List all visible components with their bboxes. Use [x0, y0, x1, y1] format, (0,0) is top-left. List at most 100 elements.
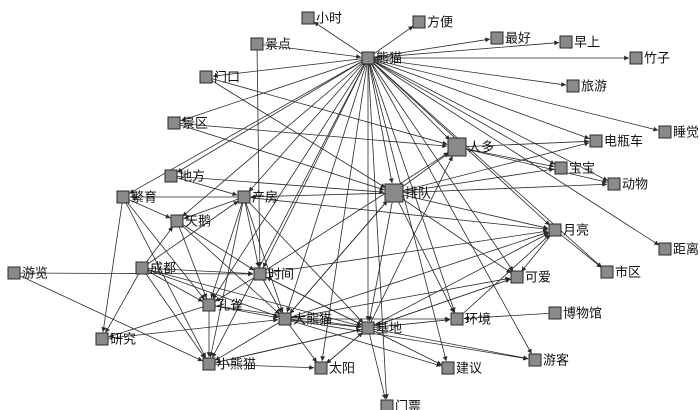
node-fanyu[interactable]: 繁育: [116, 190, 157, 206]
node-box-yanjiu[interactable]: [95, 332, 109, 346]
node-box-paidui[interactable]: [384, 183, 404, 203]
node-box-shuijiao[interactable]: [658, 125, 672, 139]
node-box-zhuzi[interactable]: [629, 51, 643, 65]
node-box-juli[interactable]: [658, 242, 672, 256]
node-jidi[interactable]: 基地: [361, 321, 402, 337]
node-zhuzi[interactable]: 竹子: [629, 51, 670, 67]
node-xiaoxiongmao[interactable]: 小熊猫: [202, 357, 256, 373]
node-yanjiu[interactable]: 研究: [95, 332, 136, 348]
edge-daxiongmao-jianyi: [284, 318, 442, 367]
node-xiaoshi[interactable]: 小时: [301, 11, 342, 27]
node-box-yueliang[interactable]: [548, 223, 562, 237]
node-baobao[interactable]: 宝宝: [554, 161, 595, 177]
node-chengdu[interactable]: 成都: [135, 261, 176, 277]
node-box-zuihao[interactable]: [490, 31, 504, 45]
node-menpiao[interactable]: 门票: [380, 399, 421, 410]
node-youlan[interactable]: 游览: [7, 266, 48, 282]
edge-xiongmao-fangbian: [367, 25, 414, 59]
edge-shijian-kongque: [214, 273, 261, 302]
node-box-youlan[interactable]: [7, 266, 21, 280]
edge-chengdu-xiaoxiongmao: [141, 267, 206, 359]
node-kongque[interactable]: 孔雀: [202, 298, 243, 314]
node-keai[interactable]: 可爱: [510, 270, 551, 286]
node-taiyang[interactable]: 太阳: [314, 361, 355, 377]
node-bowuguan[interactable]: 博物馆: [548, 306, 602, 322]
node-box-xiaoxiongmao[interactable]: [202, 357, 216, 371]
node-box-dongwu[interactable]: [607, 177, 621, 191]
edge-daxiongmao-jidi: [284, 318, 362, 330]
edge-kongque-daxiongmao: [208, 304, 279, 320]
node-box-menkou[interactable]: [199, 70, 213, 84]
edge-xiongmao-xiaoshi: [313, 21, 369, 59]
node-box-chanfang[interactable]: [237, 190, 251, 204]
node-box-jingdian[interactable]: [250, 37, 264, 51]
edge-xiongmao-baobao: [367, 57, 556, 165]
node-jingdian[interactable]: 景点: [250, 37, 291, 53]
node-jianyi[interactable]: 建议: [441, 361, 482, 377]
node-yueliang[interactable]: 月亮: [548, 223, 589, 239]
node-label-dongwu: 动物: [622, 178, 648, 193]
edge-jidi-menpiao: [367, 327, 387, 400]
node-label-juli: 距离: [673, 242, 699, 258]
node-shiqu[interactable]: 市区: [600, 265, 641, 281]
node-menkou[interactable]: 门口: [199, 70, 240, 86]
node-box-jidi[interactable]: [361, 321, 375, 335]
edge-chengdu-jidi: [141, 267, 362, 328]
node-box-difang[interactable]: [164, 169, 178, 183]
node-shuijiao[interactable]: 睡觉: [658, 125, 699, 141]
node-box-jianyi[interactable]: [441, 361, 455, 375]
node-huanjing[interactable]: 环境: [450, 312, 491, 328]
node-dianpingche[interactable]: 电瓶车: [589, 134, 643, 150]
node-box-renduo[interactable]: [447, 137, 467, 157]
node-zuihao[interactable]: 最好: [490, 31, 531, 47]
node-shijian[interactable]: 时间: [253, 267, 294, 283]
node-label-fangbian: 方便: [427, 15, 453, 31]
node-box-huanjing[interactable]: [450, 312, 464, 326]
edge-jingqu-paidui: [173, 122, 385, 191]
node-box-xiaoshi[interactable]: [301, 11, 315, 25]
node-box-xiongmao[interactable]: [361, 51, 375, 65]
node-label-shiqu: 市区: [615, 265, 641, 281]
node-box-shiqu[interactable]: [600, 265, 614, 279]
edge-shijian-renduo: [259, 152, 449, 275]
node-box-baobao[interactable]: [554, 161, 568, 175]
node-box-dianpingche[interactable]: [589, 134, 603, 148]
node-box-zaoshang[interactable]: [559, 35, 573, 49]
node-tiane[interactable]: 天鹅: [170, 214, 211, 230]
node-box-fangbian[interactable]: [412, 15, 426, 29]
node-box-keai[interactable]: [510, 270, 524, 284]
node-xiongmao[interactable]: 熊猫: [361, 51, 402, 67]
node-lvyou[interactable]: 旅游: [566, 79, 607, 95]
node-renduo[interactable]: 人多: [447, 137, 494, 157]
node-box-menpiao[interactable]: [380, 399, 394, 410]
node-jingqu[interactable]: 景区: [167, 116, 208, 132]
node-chanfang[interactable]: 产房: [237, 190, 278, 206]
node-juli[interactable]: 距离: [658, 242, 699, 258]
edge-kongque-yanjiu: [108, 304, 210, 338]
node-box-tiane[interactable]: [170, 214, 184, 228]
node-label-jidi: 基地: [376, 322, 402, 337]
node-label-menpiao: 门票: [395, 400, 421, 410]
node-box-daxiongmao[interactable]: [278, 312, 292, 326]
node-zaoshang[interactable]: 早上: [559, 35, 600, 51]
edge-renduo-baobao: [456, 146, 555, 169]
node-box-lvyou[interactable]: [566, 79, 580, 93]
node-box-chengdu[interactable]: [135, 261, 149, 275]
node-dongwu[interactable]: 动物: [607, 177, 648, 193]
edge-chengdu-chanfang: [141, 200, 239, 269]
node-box-fanyu[interactable]: [116, 190, 130, 204]
node-fangbian[interactable]: 方便: [412, 15, 453, 31]
node-box-taiyang[interactable]: [314, 361, 328, 375]
node-box-kongque[interactable]: [202, 298, 216, 312]
node-box-jingqu[interactable]: [167, 116, 181, 130]
edge-xiongmao-dianpingche: [367, 57, 590, 140]
node-daxiongmao[interactable]: 大熊猫: [278, 312, 332, 328]
node-difang[interactable]: 地方: [164, 169, 205, 185]
node-box-youke[interactable]: [528, 353, 542, 367]
node-box-bowuguan[interactable]: [548, 306, 562, 320]
node-box-shijian[interactable]: [253, 267, 267, 281]
edge-paidui-dianpingche: [393, 141, 590, 194]
node-paidui[interactable]: 排队: [384, 183, 431, 203]
node-youke[interactable]: 游客: [528, 353, 569, 369]
